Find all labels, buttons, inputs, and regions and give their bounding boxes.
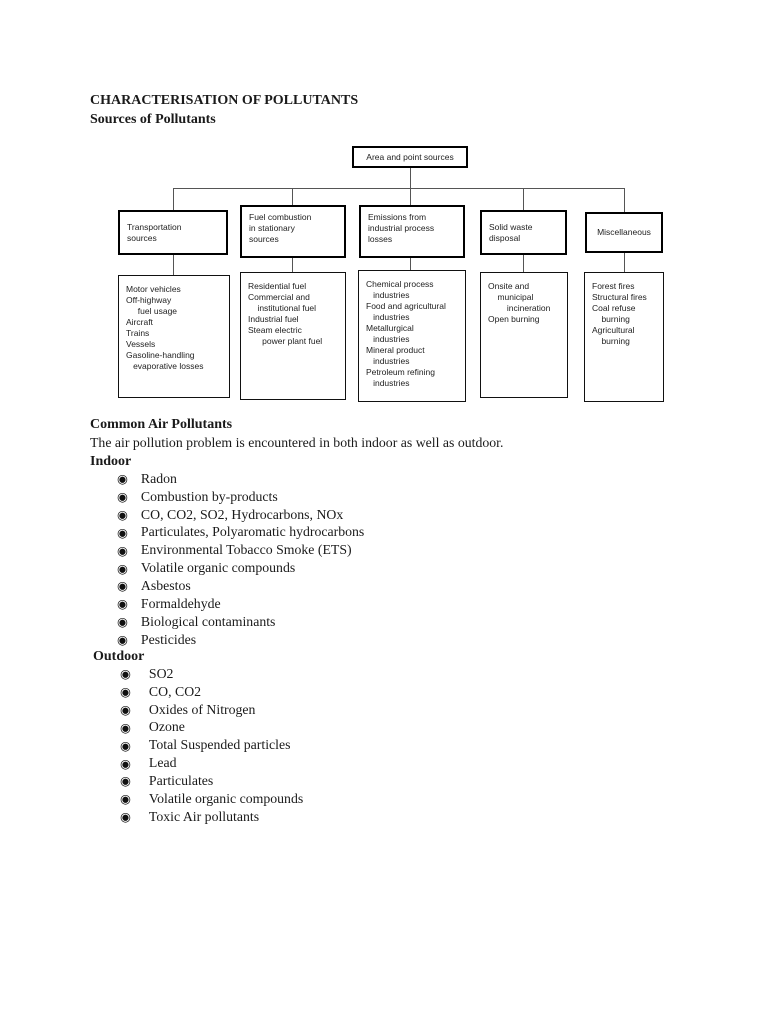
list-item: ◉ Toxic Air pollutants (120, 808, 303, 826)
list-item: ◉ Total Suspended particles (120, 736, 303, 754)
fisheye-bullet-icon: ◉ (117, 578, 128, 594)
list-item-label: CO, CO2 (148, 683, 202, 699)
list-item: ◉ Biological contaminants (117, 613, 364, 631)
fisheye-bullet-icon: ◉ (120, 773, 131, 789)
fisheye-bullet-icon: ◉ (120, 684, 131, 700)
connector-drop-3 (410, 188, 411, 205)
fisheye-bullet-icon: ◉ (120, 666, 131, 682)
fisheye-bullet-icon: ◉ (120, 702, 131, 718)
list-item-label: SO2 (148, 665, 174, 681)
detail-list: Forest fires Structural fires Coal refus… (592, 281, 647, 346)
detail-list: Motor vehicles Off-highway fuel usage Ai… (126, 284, 204, 371)
list-item: ◉ Particulates (120, 772, 303, 790)
connector-drop-2 (292, 188, 293, 205)
category-label: Emissions from industrial process losses (368, 212, 435, 244)
fisheye-bullet-icon: ◉ (120, 755, 131, 771)
page-subtitle: Sources of Pollutants (90, 112, 216, 127)
list-item: ◉ Lead (120, 754, 303, 772)
fisheye-bullet-icon: ◉ (120, 719, 131, 735)
connector-mid-1 (173, 255, 174, 275)
list-item: ◉ Pesticides (117, 631, 364, 649)
category-box-transportation: Transportation sources (118, 210, 228, 255)
list-item: ◉ CO, CO2 (120, 683, 303, 701)
flowchart-root-box: Area and point sources (352, 146, 468, 168)
category-box-industrial-emissions: Emissions from industrial process losses (359, 205, 465, 258)
connector-mid-2 (292, 258, 293, 272)
category-label: Transportation sources (127, 222, 182, 243)
detail-box-fuel-combustion: Residential fuel Commercial and institut… (240, 272, 346, 400)
detail-list: Residential fuel Commercial and institut… (248, 281, 323, 346)
list-item-label: Combustion by-products (140, 488, 278, 504)
fisheye-bullet-icon: ◉ (117, 524, 128, 540)
list-item: ◉ Environmental Tobacco Smoke (ETS) (117, 541, 364, 559)
indoor-pollutants-list: ◉ Radon ◉ Combustion by-products ◉ CO, CO2,… (117, 470, 364, 648)
fisheye-bullet-icon: ◉ (117, 614, 128, 630)
detail-box-transportation: Motor vehicles Off-highway fuel usage Ai… (118, 275, 230, 398)
list-item: ◉ Asbestos (117, 577, 364, 595)
detail-list: Chemical process industries Food and agr… (366, 279, 446, 388)
fisheye-bullet-icon: ◉ (120, 737, 131, 753)
fisheye-bullet-icon: ◉ (120, 791, 131, 807)
fisheye-bullet-icon: ◉ (117, 489, 128, 505)
detail-box-solid-waste: Onsite and municipal incineration Open b… (480, 272, 568, 398)
list-item-label: CO, CO2, SO2, Hydrocarbons, NOx (140, 506, 344, 522)
list-item-label: Ozone (148, 719, 185, 735)
detail-list: Onsite and municipal incineration Open b… (488, 281, 551, 324)
fisheye-bullet-icon: ◉ (117, 507, 128, 523)
connector-drop-5 (624, 188, 625, 212)
list-item: ◉ Combustion by-products (117, 488, 364, 506)
fisheye-bullet-icon: ◉ (120, 809, 131, 825)
list-item-label: Oxides of Nitrogen (148, 701, 256, 717)
detail-box-miscellaneous: Forest fires Structural fires Coal refus… (584, 272, 664, 402)
category-label: Fuel combustion in stationary sources (249, 212, 312, 244)
category-label: Solid waste disposal (489, 222, 533, 243)
flowchart-root-label: Area and point sources (366, 151, 454, 162)
connector-mid-5 (624, 253, 625, 272)
list-item-label: Toxic Air pollutants (148, 808, 260, 824)
list-item-label: Particulates, Polyaromatic hydrocarbons (140, 524, 365, 540)
list-item: ◉ Volatile organic compounds (120, 790, 303, 808)
list-item-label: Biological contaminants (140, 613, 276, 629)
section-title-indoor: Indoor (90, 454, 132, 469)
list-item-label: Volatile organic compounds (148, 790, 304, 806)
connector-drop-1 (173, 188, 174, 210)
connector-main-horizontal (173, 188, 625, 189)
list-item-label: Pesticides (140, 631, 197, 647)
fisheye-bullet-icon: ◉ (117, 471, 128, 487)
detail-box-industrial-emissions: Chemical process industries Food and agr… (358, 270, 466, 402)
list-item: ◉ Volatile organic compounds (117, 559, 364, 577)
fisheye-bullet-icon: ◉ (117, 542, 128, 558)
list-item: ◉ SO2 (120, 665, 303, 683)
connector-mid-3 (410, 258, 411, 270)
outdoor-pollutants-list: ◉ SO2 ◉ CO, CO2 ◉ Oxides of Nitrogen ◉ Ozone… (120, 665, 303, 826)
list-item: ◉ Ozone (120, 719, 303, 737)
list-item-label: Radon (140, 470, 177, 486)
fisheye-bullet-icon: ◉ (117, 596, 128, 612)
category-box-solid-waste: Solid waste disposal (480, 210, 567, 255)
category-label: Miscellaneous (597, 227, 651, 237)
section-title-outdoor: Outdoor (93, 649, 145, 664)
fisheye-bullet-icon: ◉ (117, 632, 128, 648)
list-item-label: Formaldehyde (140, 595, 221, 611)
connector-drop-4 (523, 188, 524, 210)
list-item-label: Particulates (148, 772, 214, 788)
connector-root-drop (410, 168, 411, 188)
page-title: CHARACTERISATION OF POLLUTANTS (90, 93, 359, 108)
list-item: ◉ Particulates, Polyaromatic hydrocarbons (117, 524, 364, 542)
list-item: ◉ Formaldehyde (117, 595, 364, 613)
intro-paragraph: The air pollution problem is encountered… (90, 435, 504, 450)
list-item: ◉ Radon (117, 470, 364, 488)
list-item: ◉ Oxides of Nitrogen (120, 701, 303, 719)
list-item-label: Lead (148, 755, 177, 771)
list-item: ◉ CO, CO2, SO2, Hydrocarbons, NOx (117, 506, 364, 524)
list-item-label: Volatile organic compounds (140, 560, 296, 576)
category-box-fuel-combustion: Fuel combustion in stationary sources (240, 205, 346, 258)
list-item-label: Asbestos (140, 577, 191, 593)
section-title-common-air-pollutants: Common Air Pollutants (90, 417, 233, 432)
category-box-miscellaneous: Miscellaneous (585, 212, 663, 253)
list-item-label: Total Suspended particles (148, 737, 291, 753)
fisheye-bullet-icon: ◉ (117, 560, 128, 576)
list-item-label: Environmental Tobacco Smoke (ETS) (140, 542, 352, 558)
connector-mid-4 (523, 255, 524, 272)
